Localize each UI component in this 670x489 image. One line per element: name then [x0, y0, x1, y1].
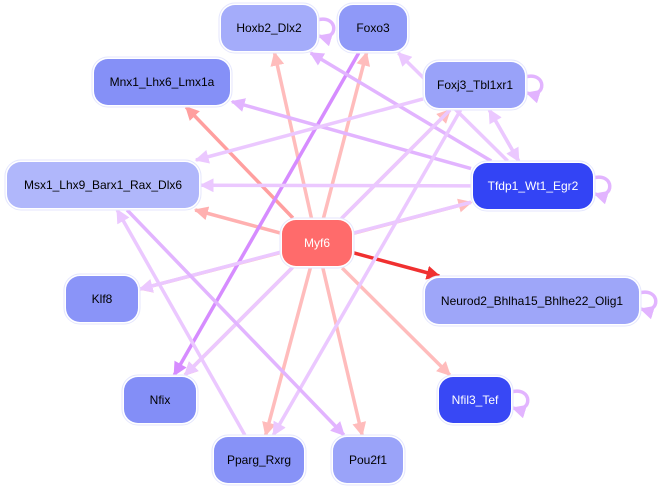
node-label: Nfil3_Tef	[452, 393, 499, 407]
node-nfil3_tef[interactable]: Nfil3_Tef	[436, 374, 514, 426]
node-label: Klf8	[92, 292, 113, 306]
node-pou2f1[interactable]: Pou2f1	[330, 434, 406, 486]
node-label: Myf6	[304, 236, 330, 250]
edge-msx1_lhx9_barx1_rax_dlx6-to-pou2f1	[125, 208, 346, 437]
node-label: Nfix	[150, 393, 171, 407]
self-loop-tfdp1_wt1_egr2	[592, 175, 612, 205]
node-label: Tfdp1_Wt1_Egr2	[488, 179, 579, 193]
node-myf6[interactable]: Myf6	[279, 217, 355, 269]
self-loops-layer	[316, 17, 658, 419]
node-nfix[interactable]: Nfix	[121, 374, 199, 426]
node-label: Pou2f1	[349, 453, 387, 467]
node-box	[333, 437, 403, 483]
node-box	[425, 62, 525, 108]
node-box	[282, 220, 352, 266]
node-mnx1_lhx6_lmx1a[interactable]: Mnx1_Lhx6_Lmx1a	[91, 56, 233, 108]
node-box	[7, 162, 199, 208]
node-msx1_lhx9_barx1_rax_dlx6[interactable]: Msx1_Lhx9_Barx1_Rax_Dlx6	[4, 159, 202, 211]
edge-myf6-to-mnx1_lhx6_lmx1a	[184, 105, 295, 220]
edge-foxj3_tbl1xr1-to-pparg_rxrg	[271, 109, 463, 437]
node-box	[339, 5, 407, 51]
node-box	[124, 377, 196, 423]
edge-myf6-to-neurod2_bhlha15_bhlhe22_olig1	[353, 251, 441, 280]
node-pparg_rxrg[interactable]: Pparg_Rxrg	[211, 434, 307, 486]
node-label: Hoxb2_Dlx2	[236, 21, 302, 35]
node-label: Foxo3	[356, 21, 390, 35]
node-box	[94, 59, 230, 105]
edge-tfdp1_wt1_egr2-to-mnx1_lhx6_lmx1a	[230, 98, 472, 171]
self-loop-nfil3_tef	[510, 389, 530, 419]
node-hoxb2_dlx2[interactable]: Hoxb2_Dlx2	[218, 2, 320, 54]
node-box	[473, 163, 593, 209]
edge-myf6-to-msx1_lhx9_barx1_rax_dlx6	[193, 206, 281, 235]
node-foxj3_tbl1xr1[interactable]: Foxj3_Tbl1xr1	[422, 59, 528, 111]
edge-tfdp1_wt1_egr2-to-msx1_lhx9_barx1_rax_dlx6	[199, 178, 472, 193]
edge-foxo3-to-nfix	[172, 52, 361, 377]
self-loop-foxj3_tbl1xr1	[524, 74, 544, 104]
node-box	[425, 278, 639, 324]
node-label: Msx1_Lhx9_Barx1_Rax_Dlx6	[24, 178, 182, 192]
edge-foxj3_tbl1xr1-to-msx1_lhx9_barx1_rax_dlx6	[194, 97, 424, 164]
self-loop-hoxb2_dlx2	[316, 17, 336, 47]
node-klf8[interactable]: Klf8	[63, 273, 141, 325]
node-box	[214, 437, 304, 483]
self-loop-neurod2_bhlha15_bhlhe22_olig1	[638, 290, 658, 320]
edge-pparg_rxrg-to-msx1_lhx9_barx1_rax_dlx6	[115, 208, 247, 436]
node-box	[66, 276, 138, 322]
node-box	[439, 377, 511, 423]
node-foxo3[interactable]: Foxo3	[336, 2, 410, 54]
node-label: Mnx1_Lhx6_Lmx1a	[110, 75, 215, 89]
node-label: Pparg_Rxrg	[227, 453, 291, 467]
edge-myf6-to-pou2f1	[321, 267, 367, 437]
edge-tfdp1_wt1_egr2-to-hoxb2_dlx2	[309, 51, 493, 163]
node-box	[221, 5, 317, 51]
node-tfdp1_wt1_egr2[interactable]: Tfdp1_Wt1_Egr2	[470, 160, 596, 212]
edge-myf6-to-pparg_rxrg	[262, 267, 313, 437]
node-label: Neurod2_Bhlha15_Bhlhe22_Olig1	[441, 294, 623, 308]
node-label: Foxj3_Tbl1xr1	[437, 78, 513, 92]
edge-foxj3_tbl1xr1-to-tfdp1_wt1_egr2	[487, 109, 521, 163]
node-neurod2_bhlha15_bhlhe22_olig1[interactable]: Neurod2_Bhlha15_Bhlhe22_Olig1	[422, 275, 642, 327]
